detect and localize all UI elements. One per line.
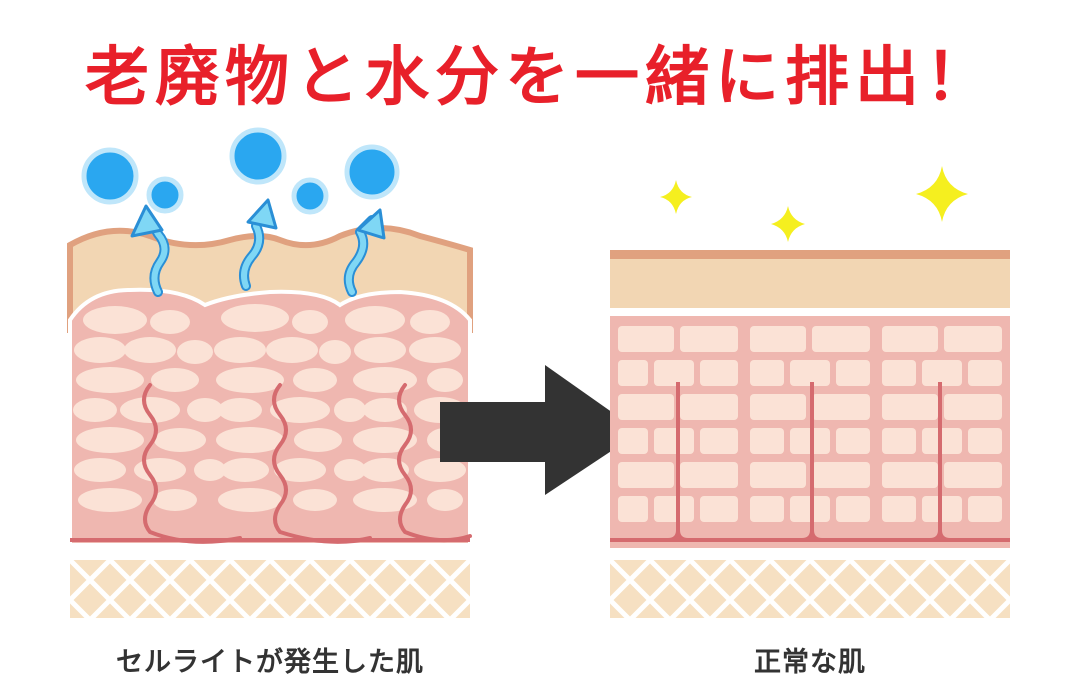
subcutis-layer-left [70, 560, 470, 618]
subcutis-layer-right [610, 560, 1010, 618]
water-droplet-icon [81, 127, 400, 215]
caption-normal-skin: 正常な肌 [754, 647, 866, 678]
sparkle-icon [660, 166, 968, 242]
epidermis-layer-right [610, 250, 1010, 308]
dermis-cells-right [618, 326, 1002, 522]
cellulite-skin-diagram [67, 225, 473, 618]
headline: 老廃物と水分を一緒に排出！ [85, 41, 995, 115]
normal-skin-diagram [610, 250, 1010, 618]
wavy-up-arrow-icon [130, 198, 386, 297]
caption-cellulite-skin: セルライトが発生した肌 [116, 647, 424, 678]
blood-vessels-left [142, 383, 472, 544]
right-arrow-icon [440, 365, 640, 495]
fat-cells-left [73, 304, 466, 512]
